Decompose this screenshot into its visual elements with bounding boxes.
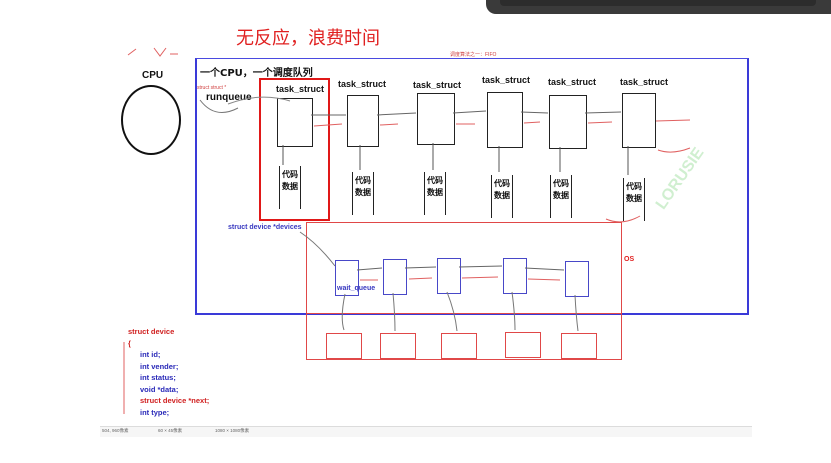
runqueue-heading: 一个CPU，一个调度队列 <box>200 68 313 79</box>
next-arrow <box>584 111 622 114</box>
code-field: int type; <box>140 407 170 417</box>
data-text: 数据 <box>494 191 510 200</box>
code-data-block: 代码数据 <box>623 178 645 221</box>
device-next-arrow <box>356 265 565 271</box>
code-field: int vender; <box>140 361 179 371</box>
status-bar: 504, 960像素 60 × 45像素 1080 × 1080像素 <box>100 426 752 437</box>
os-divider <box>306 313 622 314</box>
task-struct-node <box>549 95 587 149</box>
code-data-block: 代码数据 <box>424 172 446 215</box>
code-line: { <box>128 338 131 348</box>
devices-arrow <box>299 231 336 267</box>
device-node <box>437 258 461 294</box>
device-down-arrow <box>341 291 579 332</box>
code-data-block: 代码数据 <box>352 172 374 215</box>
next-arrow <box>452 110 487 114</box>
data-text: 数据 <box>427 188 443 197</box>
data-text: 数据 <box>282 182 298 191</box>
device-node <box>383 259 407 295</box>
task-struct-node <box>347 95 379 147</box>
code-field: int status; <box>140 373 176 382</box>
code-line: struct device <box>128 327 175 336</box>
cpu-runqueue-frame <box>195 58 749 315</box>
hardware-box <box>505 332 541 358</box>
task-struct-label: task_struct <box>413 80 462 90</box>
code-text: 代码 <box>626 182 642 191</box>
hand-curve <box>657 147 691 153</box>
hand-mark <box>127 47 178 57</box>
os-frame <box>306 222 622 360</box>
code-text: 代码 <box>553 179 569 188</box>
next-arrow <box>376 112 417 116</box>
code-text: 代码 <box>282 170 298 179</box>
device-node <box>565 261 589 297</box>
device-node <box>503 258 527 294</box>
cpu-oval <box>121 85 181 155</box>
device-node <box>335 260 359 296</box>
hardware-box <box>561 333 597 359</box>
data-text: 数据 <box>355 188 371 197</box>
device-prev-arrow <box>360 276 561 281</box>
code-data-block: 代码数据 <box>491 175 513 218</box>
code-text: 代码 <box>355 176 371 185</box>
os-label: OS <box>624 256 635 263</box>
task-struct-label: task_struct <box>548 77 597 87</box>
code-data-link <box>282 143 629 175</box>
task-struct-label: task_struct <box>482 75 531 85</box>
hardware-box <box>326 333 362 359</box>
code-text: 代码 <box>427 176 443 185</box>
code-field: struct device *next; <box>140 396 210 405</box>
prev-arrow <box>313 119 691 127</box>
hardware-box <box>380 333 416 359</box>
task-struct-node <box>417 93 455 145</box>
next-arrow <box>520 111 549 114</box>
cpu-label: CPU <box>142 70 164 81</box>
data-text: 数据 <box>553 191 569 200</box>
status-item: 1080 × 1080像素 <box>215 428 250 433</box>
task-struct-node <box>277 98 313 147</box>
runqueue-label: runqueue <box>206 92 252 103</box>
task-struct-label: task_struct <box>338 79 387 89</box>
page-title: 无反应，浪费时间 <box>236 28 380 49</box>
status-item: 60 × 45像素 <box>158 428 183 433</box>
code-field: int id; <box>140 350 161 359</box>
window-top-bar <box>486 0 831 14</box>
devices-label: struct device *devices <box>228 224 302 231</box>
runqueue-arrow <box>227 96 291 105</box>
task-struct-node <box>622 93 656 148</box>
task-struct-label: task_struct <box>620 77 669 87</box>
hand-curve <box>605 215 641 223</box>
code-field: void *data; <box>140 384 179 394</box>
task-struct-node <box>487 92 523 148</box>
window-top-bar-inner <box>500 0 816 6</box>
current-task-highlight <box>259 78 330 221</box>
wait-queue-label: wait_queue <box>337 285 376 292</box>
hardware-box <box>441 333 477 359</box>
code-data-block: 代码数据 <box>279 166 301 209</box>
data-text: 数据 <box>626 194 642 203</box>
fifo-note: 调度算法之一：FIFO <box>450 52 497 58</box>
runqueue-annotation: struct struct * <box>197 85 227 91</box>
task-struct-label: task_struct <box>276 84 325 94</box>
code-text: 代码 <box>494 179 510 188</box>
hand-curve <box>199 99 239 113</box>
struct-device-listing: struct device { int id; int vender; int … <box>128 326 209 418</box>
code-data-block: 代码数据 <box>550 175 572 218</box>
status-item: 504, 960像素 <box>102 428 129 433</box>
